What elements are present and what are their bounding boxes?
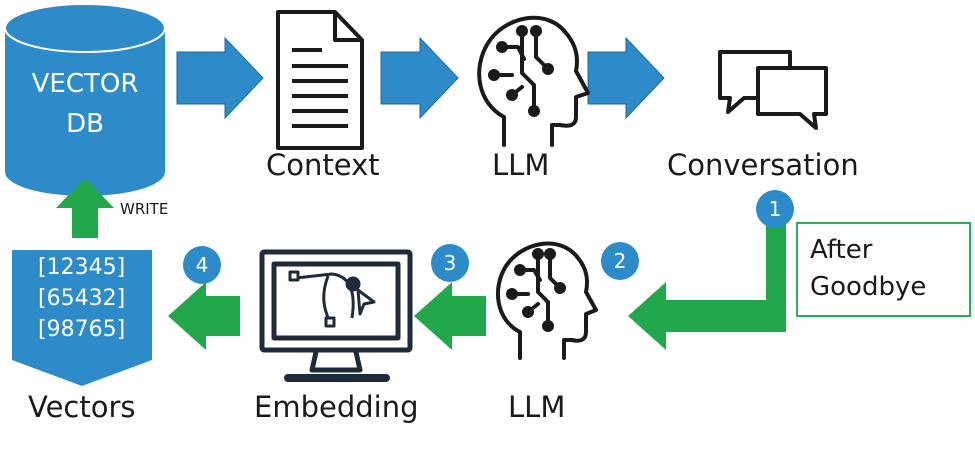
arrow-llm-to-embedding (414, 282, 486, 350)
llm-bottom-label: LLM (508, 390, 566, 424)
db-label-line1: VECTOR (31, 69, 139, 99)
step-badge-3: 3 (431, 244, 469, 282)
step-badge-4: 4 (183, 246, 221, 284)
database-icon (4, 3, 166, 196)
conversation-label: Conversation (667, 148, 859, 182)
monitor-vector-icon (259, 249, 413, 382)
embedding-label: Embedding (254, 390, 419, 424)
arrow-llm-to-conversation (587, 36, 665, 120)
vector-value-1: [12345] (38, 255, 126, 280)
brain-icon-bottom (495, 241, 598, 360)
after-goodbye-line1: After (810, 235, 873, 265)
step-badge-2: 2 (601, 242, 639, 280)
write-label: WRITE (120, 200, 169, 218)
llm-top-label: LLM (492, 148, 550, 182)
context-label: Context (266, 148, 380, 182)
vectors-label: Vectors (28, 390, 136, 424)
db-label-line2: DB (66, 109, 104, 139)
document-icon (276, 10, 364, 150)
brain-icon-top (477, 15, 590, 147)
chat-bubbles-icon (718, 50, 828, 130)
arrow-db-to-context (176, 36, 264, 120)
arrow-embedding-to-vectors (168, 282, 240, 350)
after-goodbye-line2: Goodbye (810, 272, 927, 302)
arrow-conversation-to-llm (628, 222, 786, 350)
step-badge-1: 1 (756, 190, 794, 228)
vectors-banner (12, 250, 152, 386)
after-goodbye-text: After Goodbye (810, 232, 926, 306)
vector-value-3: [98765] (38, 317, 126, 342)
after-goodbye-box: After Goodbye (796, 222, 971, 317)
vector-value-2: [65432] (38, 286, 126, 311)
arrow-context-to-llm (380, 36, 459, 120)
arrow-write-up (56, 178, 114, 238)
